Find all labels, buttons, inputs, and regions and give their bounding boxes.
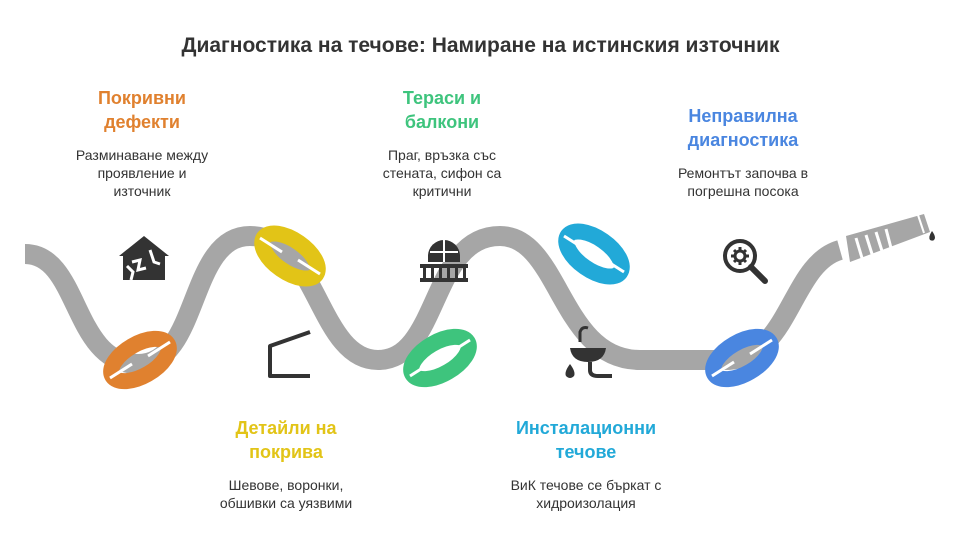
search-gear-icon xyxy=(723,239,768,284)
knot-roof-details xyxy=(254,225,326,287)
knot-wrong-diagnosis xyxy=(705,328,779,388)
page-title: Диагностика на течове: Намиране на истин… xyxy=(181,34,780,57)
step-2-heading: Детайли на покрива xyxy=(235,418,337,462)
balcony-icon xyxy=(420,240,468,282)
step-2-description: Шевове, воронки, обшивки са уязвими xyxy=(219,477,353,511)
step-1-heading: Покривни дефекти xyxy=(97,88,186,132)
step-1-description: Разминаване между проявление и източник xyxy=(75,147,209,199)
step-3-description: Праг, връзка със стената, сифон са крити… xyxy=(382,147,502,199)
knot-terraces xyxy=(403,328,477,388)
step-4-heading: Инсталационни течове xyxy=(515,418,657,462)
sink-leak-icon xyxy=(565,326,612,378)
step-3-heading: Тераси и балкони xyxy=(402,88,482,132)
step-5-description: Ремонтът започва в погрешна посока xyxy=(677,165,809,199)
knot-roof-defects xyxy=(103,330,177,390)
water-drop-icon xyxy=(929,231,935,241)
broken-house-icon xyxy=(119,236,169,281)
pipe-nozzle xyxy=(846,214,935,262)
knot-installations xyxy=(558,223,630,285)
roof-corner-icon xyxy=(268,330,311,378)
step-5-heading: Неправилна диагностика xyxy=(687,106,799,150)
step-4-description: ВиК течове се бъркат с хидроизолация xyxy=(510,477,662,511)
